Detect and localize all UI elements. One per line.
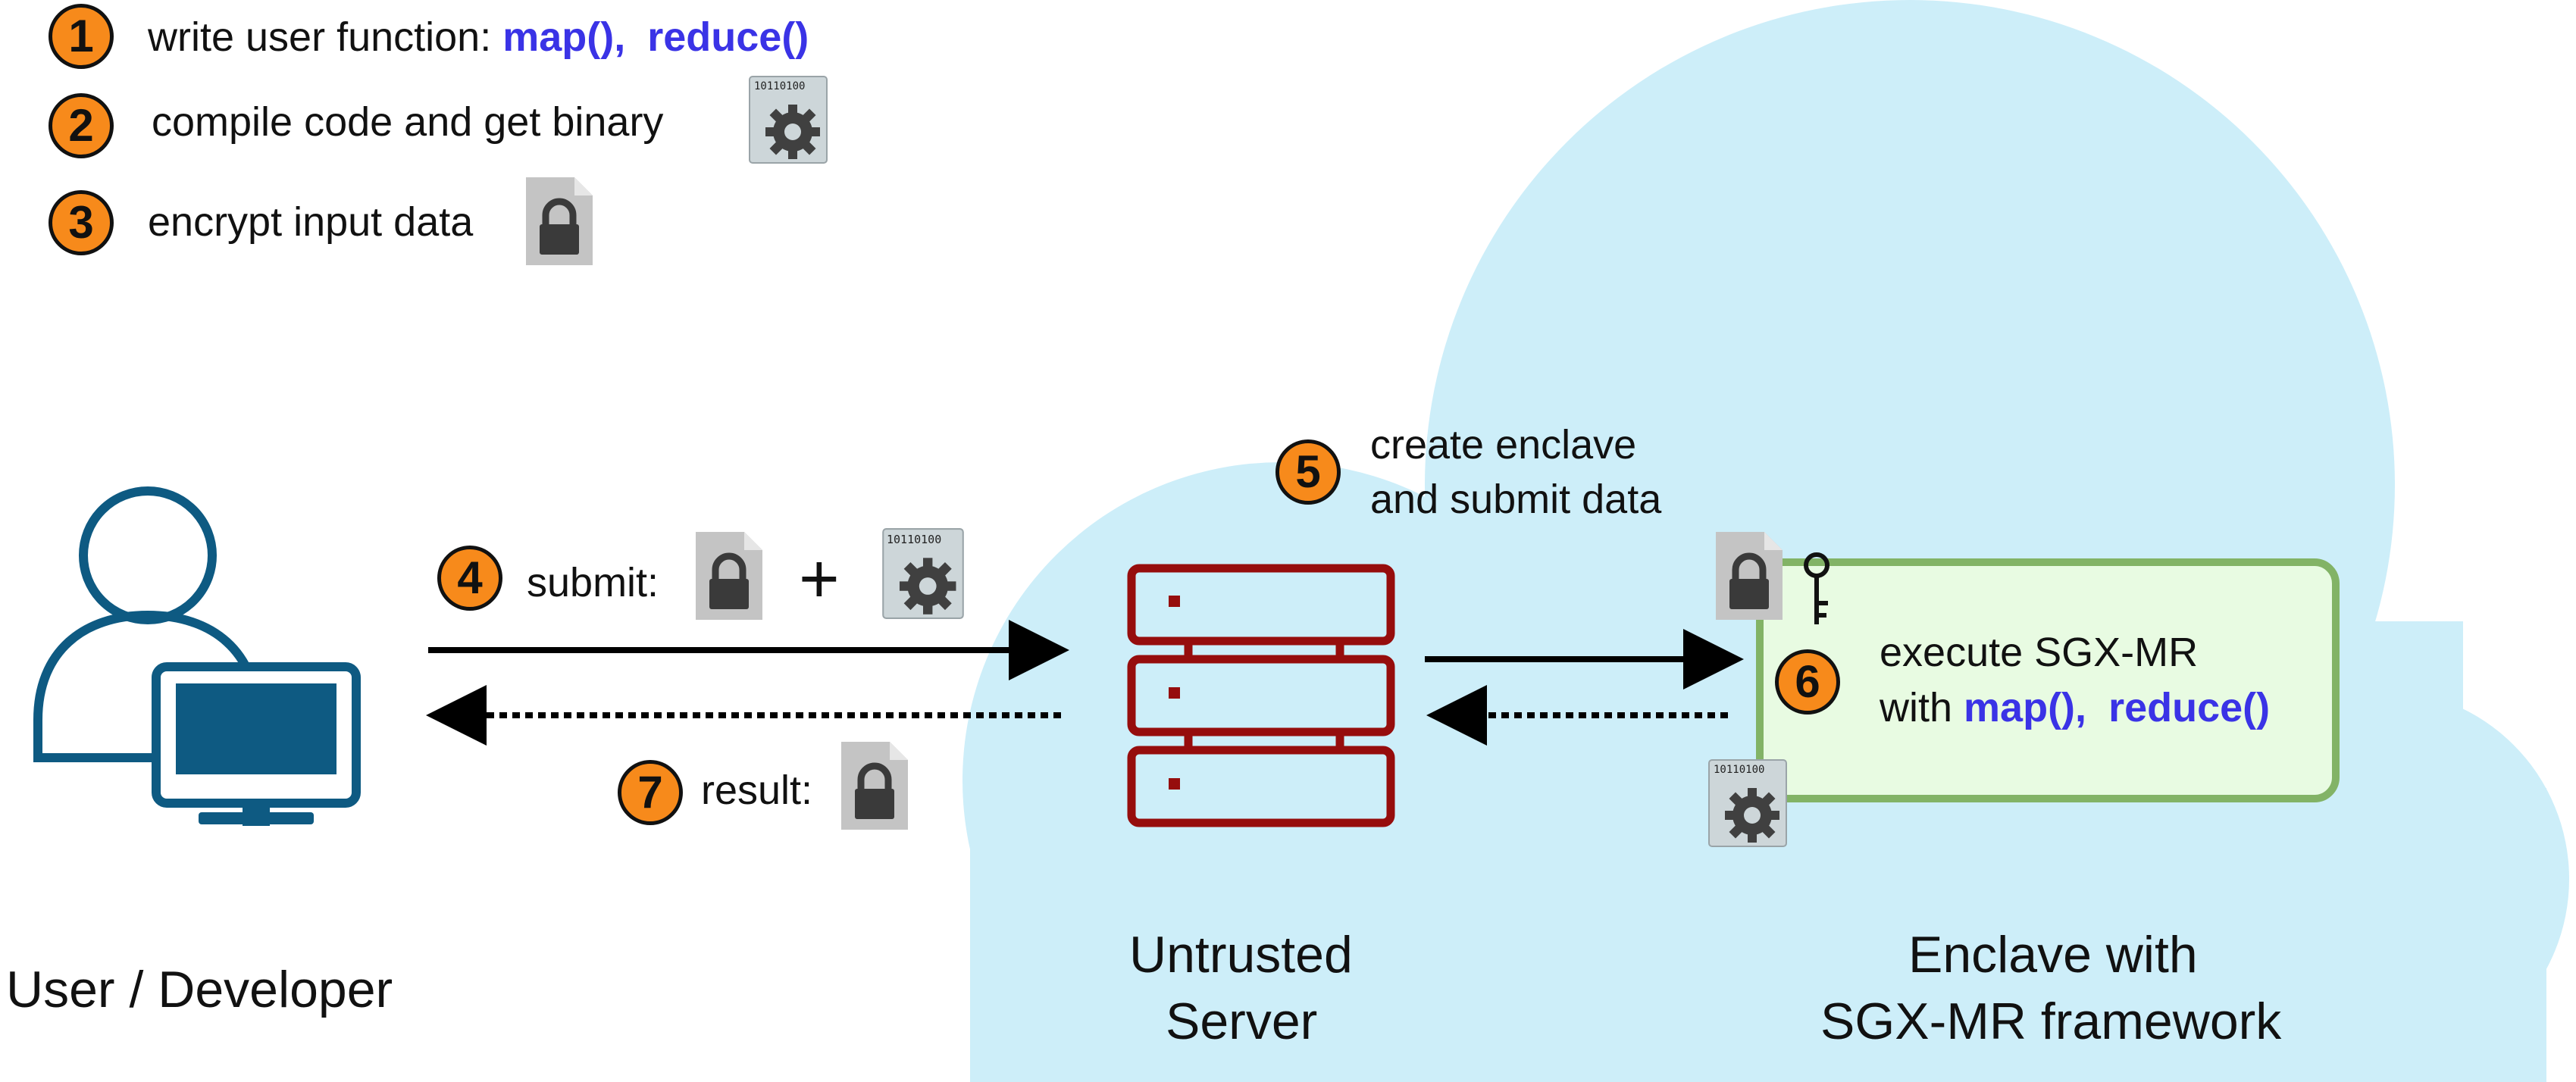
- step-badge-6: 6: [1775, 649, 1840, 715]
- user-developer-label: User / Developer: [6, 961, 393, 1018]
- step-1-map-code: map(),: [502, 14, 626, 60]
- step-1-reduce-code: reduce(): [647, 14, 809, 60]
- enclave-label-line-2: SGX-MR framework: [1820, 993, 2282, 1050]
- lock-file-icon: [696, 532, 762, 620]
- step-6-line-1: execute SGX-MR: [1880, 630, 2199, 675]
- step-badge-5: 5: [1275, 439, 1341, 505]
- step-1-text: write user function: map(), reduce(): [148, 14, 809, 61]
- binary-text: 10110100: [1714, 764, 1765, 776]
- binary-text: 10110100: [754, 80, 806, 92]
- binary-gear-icon: 10110100: [1708, 759, 1787, 847]
- step-5-line-1: create enclave: [1370, 422, 1637, 468]
- binary-gear-icon: 10110100: [881, 528, 966, 619]
- monitor-icon: [152, 662, 361, 826]
- step-1-label: write user function:: [148, 14, 492, 60]
- lock-file-icon: [526, 177, 593, 265]
- binary-gear-icon: 10110100: [749, 76, 828, 164]
- key-icon: [1804, 552, 1829, 624]
- step-badge-3: 3: [49, 190, 114, 255]
- server-indicator-lights: [1169, 596, 1180, 790]
- step-badge-1: 1: [49, 4, 114, 69]
- step-2-label: compile code and get binary: [152, 99, 664, 145]
- step-3-label: encrypt input data: [148, 199, 474, 245]
- step-badge-7: 7: [618, 760, 683, 825]
- lock-file-icon: [841, 742, 908, 830]
- binary-text: 10110100: [887, 533, 942, 546]
- step-5-line-2: and submit data: [1370, 477, 1662, 522]
- step-6-map-code: map(),: [1964, 685, 2087, 730]
- step-4-label: submit:: [527, 560, 659, 605]
- step-6-line-2: with map(), reduce(): [1880, 684, 2270, 731]
- enclave-box: [1756, 558, 2340, 802]
- step-7-label: result:: [701, 768, 813, 813]
- server-icon: [1127, 564, 1395, 827]
- untrusted-server-label-line-1: Untrusted: [1129, 926, 1353, 983]
- step-badge-4: 4: [437, 546, 502, 611]
- step-6-reduce-code: reduce(): [2108, 685, 2271, 730]
- lock-file-icon: [1716, 532, 1783, 620]
- step-badge-2: 2: [49, 93, 114, 158]
- plus-sign: +: [799, 540, 840, 618]
- step-6-with-label: with: [1880, 685, 1953, 730]
- enclave-label-line-1: Enclave with: [1908, 926, 2198, 983]
- untrusted-server-label-line-2: Server: [1166, 993, 1318, 1050]
